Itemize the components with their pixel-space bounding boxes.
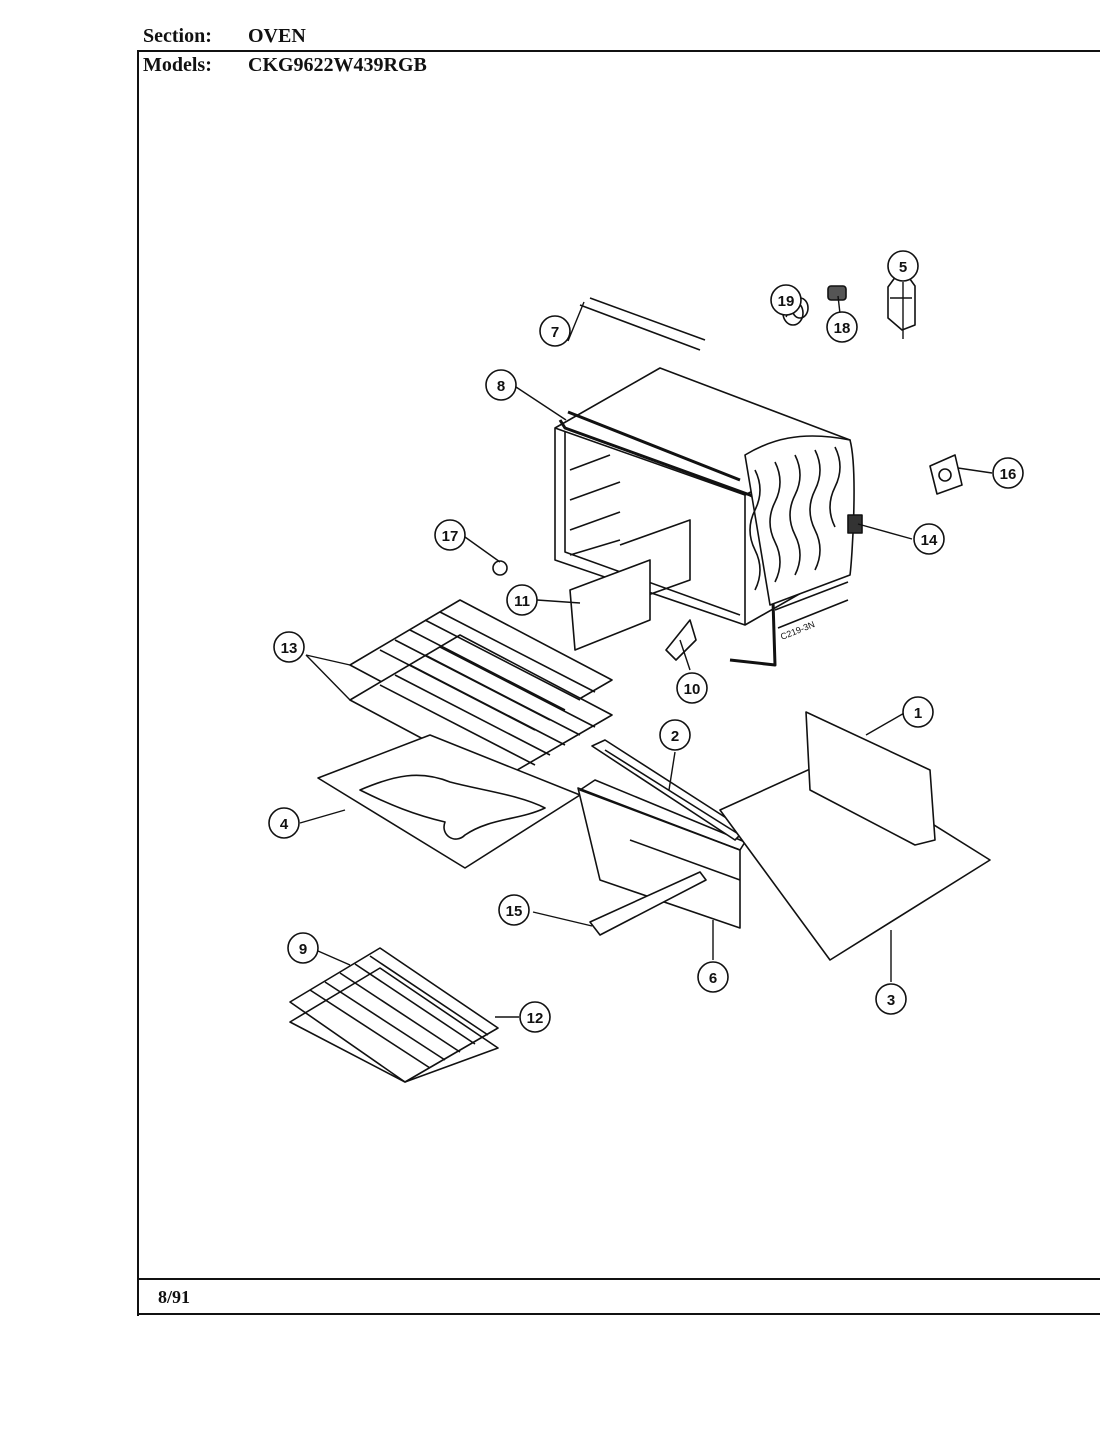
svg-text:2: 2 xyxy=(671,728,679,745)
callout-12: 12 xyxy=(519,1001,551,1033)
frame-footer-rule xyxy=(137,1278,1100,1280)
callout-4: 4 xyxy=(268,807,300,839)
oven-racks xyxy=(349,599,613,781)
callout-16: 16 xyxy=(992,457,1024,489)
callout-10: 10 xyxy=(676,672,708,704)
shield-part-11 xyxy=(569,559,651,651)
frame-bottom-border xyxy=(137,1313,1100,1315)
frame-left-border xyxy=(137,50,139,1316)
svg-text:14: 14 xyxy=(921,532,938,549)
callout-5: 5 xyxy=(887,250,919,282)
svg-text:10: 10 xyxy=(684,681,701,698)
callout-6: 6 xyxy=(697,961,729,993)
svg-text:15: 15 xyxy=(506,903,523,920)
broiler-pan xyxy=(289,947,499,1083)
clip-part-14 xyxy=(847,514,863,534)
section-label: Section: xyxy=(143,25,212,47)
callout-13: 13 xyxy=(273,631,305,663)
svg-text:6: 6 xyxy=(709,970,717,987)
insulation-wrap xyxy=(744,435,855,629)
svg-text:13: 13 xyxy=(281,640,298,657)
lamp-holder xyxy=(827,285,847,301)
part-mark-label: C219-3N xyxy=(779,619,816,642)
bracket-part-10 xyxy=(665,619,697,661)
callout-3: 3 xyxy=(875,983,907,1015)
svg-text:7: 7 xyxy=(551,324,559,341)
svg-text:19: 19 xyxy=(778,293,795,310)
callout-19: 19 xyxy=(770,284,802,316)
svg-text:17: 17 xyxy=(442,528,459,545)
svg-text:18: 18 xyxy=(834,320,851,337)
control-panel-part-1 xyxy=(805,711,936,846)
svg-text:5: 5 xyxy=(899,259,907,276)
callout-2: 2 xyxy=(659,719,691,751)
cover-plate xyxy=(929,454,963,495)
callout-18: 18 xyxy=(826,311,858,343)
section-value: OVEN xyxy=(248,25,306,47)
callout-14: 14 xyxy=(913,523,945,555)
callout-9: 9 xyxy=(287,932,319,964)
callout-17: 17 xyxy=(434,519,466,551)
models-label: Models: xyxy=(143,54,212,76)
svg-text:9: 9 xyxy=(299,941,307,958)
frame-top-border xyxy=(137,50,1100,52)
callout-1: 1 xyxy=(902,696,934,728)
callout-15: 15 xyxy=(498,894,530,926)
svg-text:4: 4 xyxy=(280,816,289,833)
leader-lines xyxy=(299,282,993,1018)
burner-box xyxy=(577,779,746,929)
callout-7: 7 xyxy=(539,315,571,347)
svg-text:8: 8 xyxy=(497,378,505,395)
svg-text:1: 1 xyxy=(914,705,922,722)
callout-11: 11 xyxy=(506,584,538,616)
base-plate xyxy=(719,759,991,961)
bulb-part-17 xyxy=(492,560,508,576)
svg-text:3: 3 xyxy=(887,992,895,1009)
svg-text:12: 12 xyxy=(527,1010,544,1027)
revision-date: 8/91 xyxy=(158,1287,191,1307)
channel-part-15 xyxy=(589,871,707,936)
svg-text:11: 11 xyxy=(514,593,530,610)
svg-text:16: 16 xyxy=(1000,466,1017,483)
models-value: CKG9622W439RGB xyxy=(248,54,427,76)
callout-8: 8 xyxy=(485,369,517,401)
